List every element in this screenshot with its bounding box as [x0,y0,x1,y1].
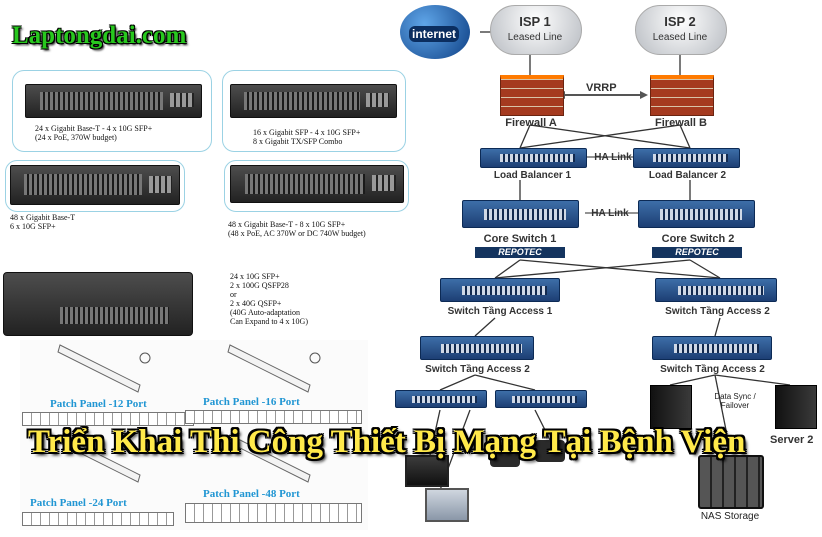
isp2-name: ISP 2 [664,14,696,29]
patch-panel-area [20,340,368,530]
isp1-name: ISP 1 [519,14,551,29]
vrrp-label: VRRP [586,82,617,94]
product-caption-1: 24 x Gigabit Base-T - 4 x 10G SFP+ (24 x… [35,124,153,142]
server-2-icon [775,385,817,429]
patch-panel-label-12: Patch Panel -12 Port [50,398,147,410]
product-caption-2: 16 x Gigabit SFP - 4 x 10G SFP+ 8 x Giga… [253,128,361,146]
switch-image-1 [25,84,202,118]
patch-panel-label-24: Patch Panel -24 Port [30,497,127,509]
switch-image-5 [3,272,193,336]
load-balancer-1-label: Load Balancer 1 [493,170,572,181]
patch-panel-label-48: Patch Panel -48 Port [203,488,300,500]
firewall-b-icon [650,75,714,116]
firewall-a-label: Firewall A [505,117,557,129]
isp1-cloud-icon [490,5,582,55]
switch-image-3 [10,165,180,205]
access-switch-4-label: Switch Tầng Access 2 [660,364,765,375]
patch-panel-label-16: Patch Panel -16 Port [203,396,300,408]
patch-panel-16-rack [185,410,362,424]
ip-phone-icon [535,440,565,462]
access-switch-3-icon [420,336,534,360]
switch-image-4 [230,165,404,203]
computer-2-icon [425,488,469,522]
access-switch-4-icon [652,336,772,360]
access-switch-1-label: Switch Tầng Access 1 [447,306,553,317]
firewall-b-label: Firewall B [655,117,707,129]
core-switch-2-label: Core Switch 2 [661,233,735,245]
core-switch-2-icon [638,200,755,228]
edge-switch-2-icon [495,390,587,408]
repotec-badge-2: REPOTEC [652,247,742,258]
load-balancer-2-label: Load Balancer 2 [648,170,727,181]
isp2-cloud-icon [635,5,727,55]
core-switch-1-icon [462,200,579,228]
data-sync-label: Data Sync / Failover [714,392,756,410]
internet-label: internet [409,26,460,42]
patch-panel-illustrations [57,344,321,483]
server-2-label: Server 2 [770,434,814,446]
isp1-line-type: Leased Line [507,32,563,43]
edge-switch-1-icon [395,390,487,408]
brand-logo-text: Laptongdai.com [12,22,187,49]
product-caption-4: 48 x Gigabit Base-T - 8 x 10G SFP+ (48 x… [228,220,366,238]
product-caption-3: 48 x Gigabit Base-T 6 x 10G SFP+ [10,213,76,231]
ip-phone-2-icon [490,445,520,467]
nas-storage-icon [698,455,764,509]
isp2-line-type: Leased Line [652,32,708,43]
computer-icon [405,455,449,487]
load-balancer-1-icon [480,148,587,168]
ha-link-label-2: HA Link [591,208,629,219]
server-1-icon [650,385,692,429]
nas-storage-label: NAS Storage [700,511,760,522]
core-switch-1-label: Core Switch 1 [483,233,557,245]
patch-panel-24-rack [22,512,174,526]
repotec-badge-1: REPOTEC [475,247,565,258]
banner-title: Triển Khai Thi Công Thiết Bị Mạng Tại Bệ… [28,424,746,460]
load-balancer-2-icon [633,148,740,168]
access-switch-2-label: Switch Tầng Access 2 [665,306,770,317]
switch-image-2 [230,84,397,118]
access-switch-3-label: Switch Tầng Access 2 [425,364,530,375]
firewall-a-icon [500,75,564,116]
access-switch-2-icon [655,278,777,302]
product-caption-5: 24 x 10G SFP+ 2 x 100G QSFP28 or 2 x 40G… [230,272,308,326]
access-switch-1-icon [440,278,560,302]
ha-link-label-1: HA Link [594,152,632,163]
patch-panel-48-rack [185,503,362,523]
